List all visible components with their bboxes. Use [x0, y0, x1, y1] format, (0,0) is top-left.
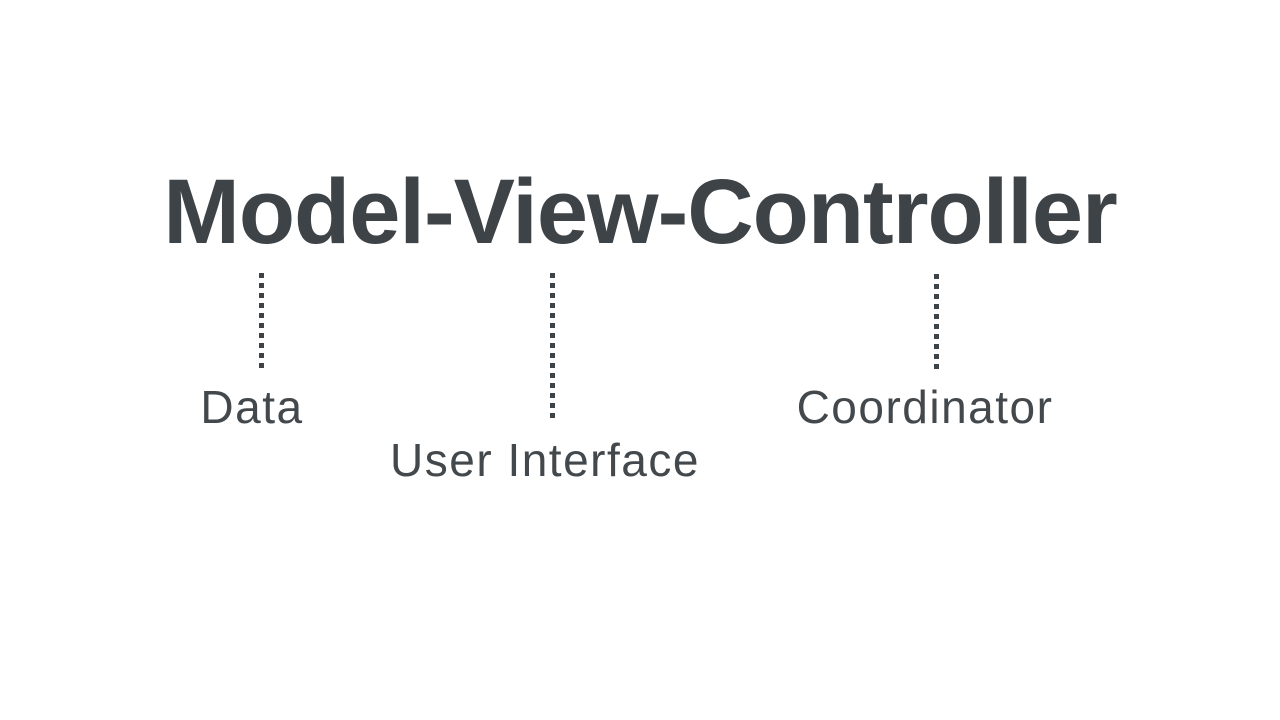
label-data: Data	[200, 381, 304, 433]
dotted-connector-controller-to-coordinator	[934, 274, 939, 369]
dotted-connector-view-to-user-interface	[550, 273, 555, 418]
label-user-interface: User Interface	[390, 434, 700, 486]
diagram-title: Model-View-Controller	[163, 161, 1118, 263]
dotted-connector-model-to-data	[259, 273, 264, 371]
label-coordinator: Coordinator	[796, 381, 1054, 433]
